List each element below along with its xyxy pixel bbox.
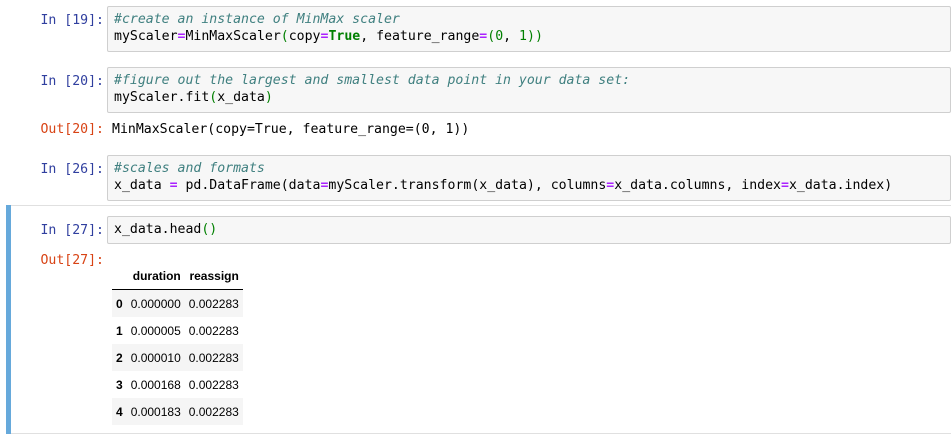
code-operator: = xyxy=(320,29,329,44)
dataframe-table: duration reassign 0 0.000000 0.002283 1 … xyxy=(112,262,243,425)
code-line: #scales and formats xyxy=(114,160,944,177)
table-cell: 0.002283 xyxy=(188,377,239,392)
input-prompt: In [27]: xyxy=(40,223,104,238)
code-line: x_data.head() xyxy=(114,221,944,238)
row-index: 4 xyxy=(116,404,123,419)
table-cell: 0.002283 xyxy=(188,350,239,365)
code-keyword: True xyxy=(328,29,361,44)
table-cell: 0.000005 xyxy=(130,323,181,338)
output-text: MinMaxScaler(copy=True, feature_range=(0… xyxy=(112,122,470,137)
code-line: #create an instance of MinMax scaler xyxy=(114,11,944,28)
code-token: x_data.head xyxy=(114,222,202,237)
code-token: , feature_range xyxy=(360,29,480,44)
code-comment: #figure out the largest and smallest dat… xyxy=(114,73,631,88)
table-cell: 0.002283 xyxy=(188,296,239,311)
code-paren: ( xyxy=(209,90,218,105)
code-paren: ( xyxy=(487,29,496,44)
code-editor[interactable]: x_data.head() xyxy=(107,216,951,244)
code-line: x_data = pd.DataFrame(data=myScaler.tran… xyxy=(114,177,944,194)
code-token: x_data xyxy=(114,178,170,193)
code-editor[interactable]: #create an instance of MinMax scaler myS… xyxy=(107,6,951,52)
index-header xyxy=(112,262,127,290)
code-editor[interactable]: #scales and formats x_data = pd.DataFram… xyxy=(107,155,951,201)
code-token: myScaler.fit xyxy=(114,90,210,105)
code-line: #figure out the largest and smallest dat… xyxy=(114,72,944,89)
code-operator: = xyxy=(606,178,615,193)
code-line: myScaler=MinMaxScaler(copy=True, feature… xyxy=(114,28,944,45)
table-cell: 0.000000 xyxy=(130,296,181,311)
input-prompt: In [20]: xyxy=(40,74,104,89)
column-header: reassign xyxy=(184,262,243,290)
row-index: 2 xyxy=(116,350,123,365)
table-cell: 0.000183 xyxy=(130,404,181,419)
column-header: duration xyxy=(126,262,185,290)
code-token: MinMaxScaler xyxy=(185,29,281,44)
code-token: x_data.index) xyxy=(788,178,893,193)
code-comment: #create an instance of MinMax scaler xyxy=(114,12,400,27)
code-token: x_data.columns, index xyxy=(614,178,781,193)
code-paren: () xyxy=(201,222,218,237)
table-cell: 0.002283 xyxy=(188,323,239,338)
row-index: 0 xyxy=(116,296,123,311)
table-row: 3 0.000168 0.002283 xyxy=(112,371,243,398)
table-cell: 0.002283 xyxy=(188,404,239,419)
input-prompt: In [19]: xyxy=(40,13,104,28)
code-paren: ( xyxy=(280,29,289,44)
code-operator: = xyxy=(320,178,329,193)
table-row: 2 0.000010 0.002283 xyxy=(112,344,243,371)
selected-cell-indicator xyxy=(6,205,11,434)
table-row: 1 0.000005 0.002283 xyxy=(112,317,243,344)
table-cell: 0.000010 xyxy=(130,350,181,365)
code-token: pd.DataFrame(data xyxy=(177,178,321,193)
code-editor[interactable]: #figure out the largest and smallest dat… xyxy=(107,67,951,113)
table-row: 4 0.000183 0.002283 xyxy=(112,398,243,425)
table-header-row: duration reassign xyxy=(112,262,243,290)
code-token: x_data xyxy=(217,90,265,105)
code-number: 0 xyxy=(495,29,504,44)
selected-cell-frame xyxy=(11,205,951,434)
table-row: 0 0.000000 0.002283 xyxy=(112,289,243,317)
table-cell: 0.000168 xyxy=(130,377,181,392)
code-operator: = xyxy=(169,178,178,193)
code-comment: #scales and formats xyxy=(114,161,265,176)
code-operator: = xyxy=(479,29,488,44)
code-token: myScaler.transform(x_data), columns xyxy=(328,178,607,193)
code-paren: )) xyxy=(527,29,543,44)
output-prompt: Out[27]: xyxy=(40,253,104,268)
row-index: 3 xyxy=(116,377,123,392)
input-prompt: In [26]: xyxy=(40,162,104,177)
code-paren: ) xyxy=(264,90,273,105)
code-operator: = xyxy=(780,178,789,193)
code-line: myScaler.fit(x_data) xyxy=(114,89,944,106)
code-number: 1 xyxy=(519,29,527,44)
code-operator: = xyxy=(177,29,186,44)
code-token: copy xyxy=(288,29,321,44)
row-index: 1 xyxy=(116,323,123,338)
output-prompt: Out[20]: xyxy=(40,122,104,137)
code-token: , xyxy=(503,29,520,44)
code-token: myScaler xyxy=(114,29,178,44)
